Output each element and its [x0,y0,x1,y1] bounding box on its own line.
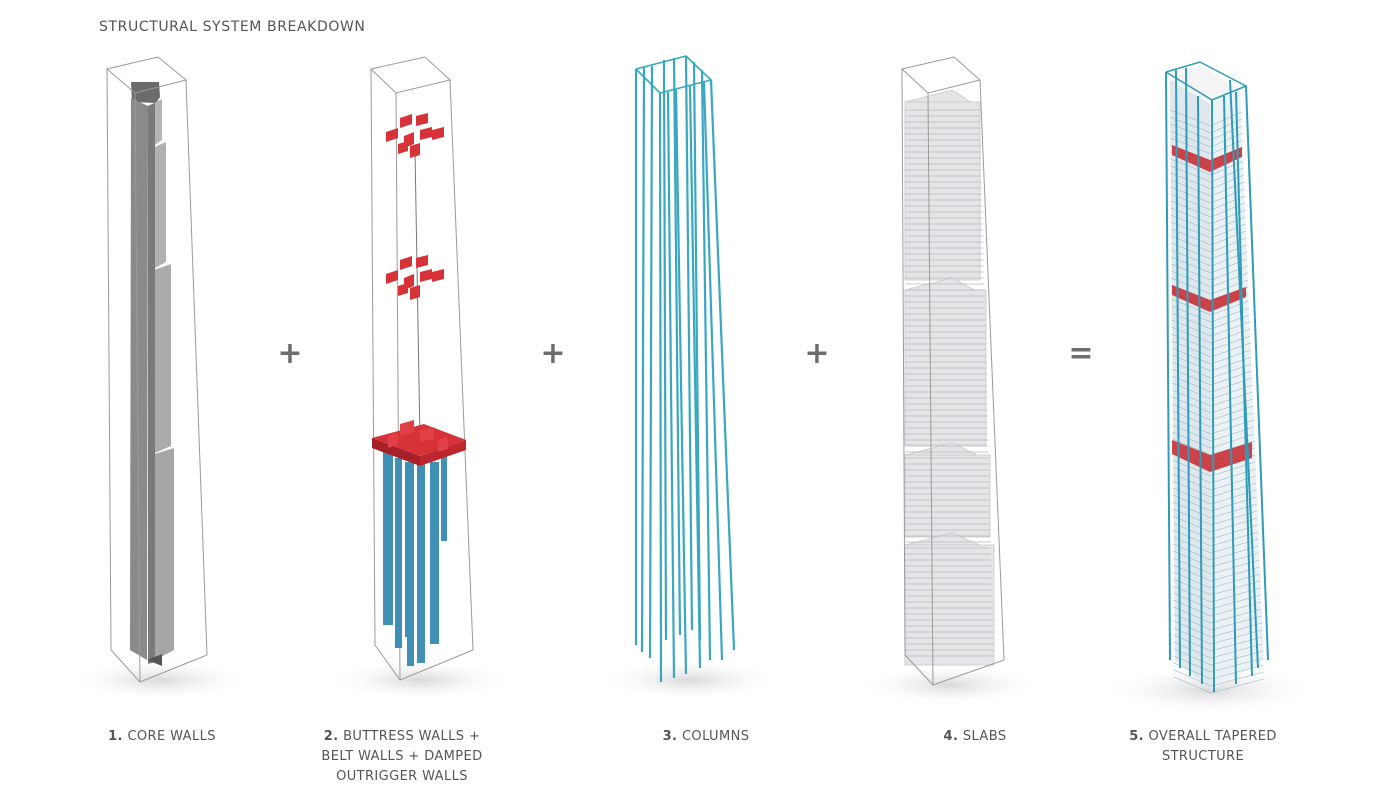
belt-walls [372,420,466,466]
caption-overall-structure: 5. OVERALL TAPERED STRUCTURE [1129,729,1277,764]
glass-envelope-outline [900,56,1005,686]
outrigger-walls-upper [386,113,444,158]
glass-envelope-outline [105,56,208,683]
tower-columns [634,55,736,683]
buttress-walls [383,450,447,666]
outrigger-walls-middle [386,255,444,300]
slab-floor-lines [905,109,994,657]
tower-core-walls [105,56,208,683]
caption-columns: 3. COLUMNS [662,729,750,744]
plus-operator-3: + [804,336,830,371]
slab-stack [904,89,996,666]
tower-5-shadow [1100,664,1320,716]
plus-operator-1: + [277,336,303,371]
tower-2-shadow [325,658,515,702]
tower-slabs [900,56,1005,686]
caption-buttress-belt-outrigger: 2. BUTTRESS WALLS + BELT WALLS + DAMPED … [321,729,483,784]
tower-overall-structure [1165,61,1269,694]
tower-shadows [65,658,1320,716]
tower-1-shadow [65,658,255,702]
column-lines [1165,61,1269,693]
tower-4-shadow [855,663,1045,707]
plus-operator-2: + [540,336,566,371]
tower-3-shadow [595,658,785,702]
caption-slabs: 4. SLABS [943,729,1007,744]
caption-core-walls: 1. CORE WALLS [108,729,216,744]
equals-operator: = [1068,336,1094,371]
core-wall-mass [130,82,174,666]
tower-buttress-belt-outrigger [369,56,474,681]
diagram-title: STRUCTURAL SYSTEM BREAKDOWN [99,19,366,35]
